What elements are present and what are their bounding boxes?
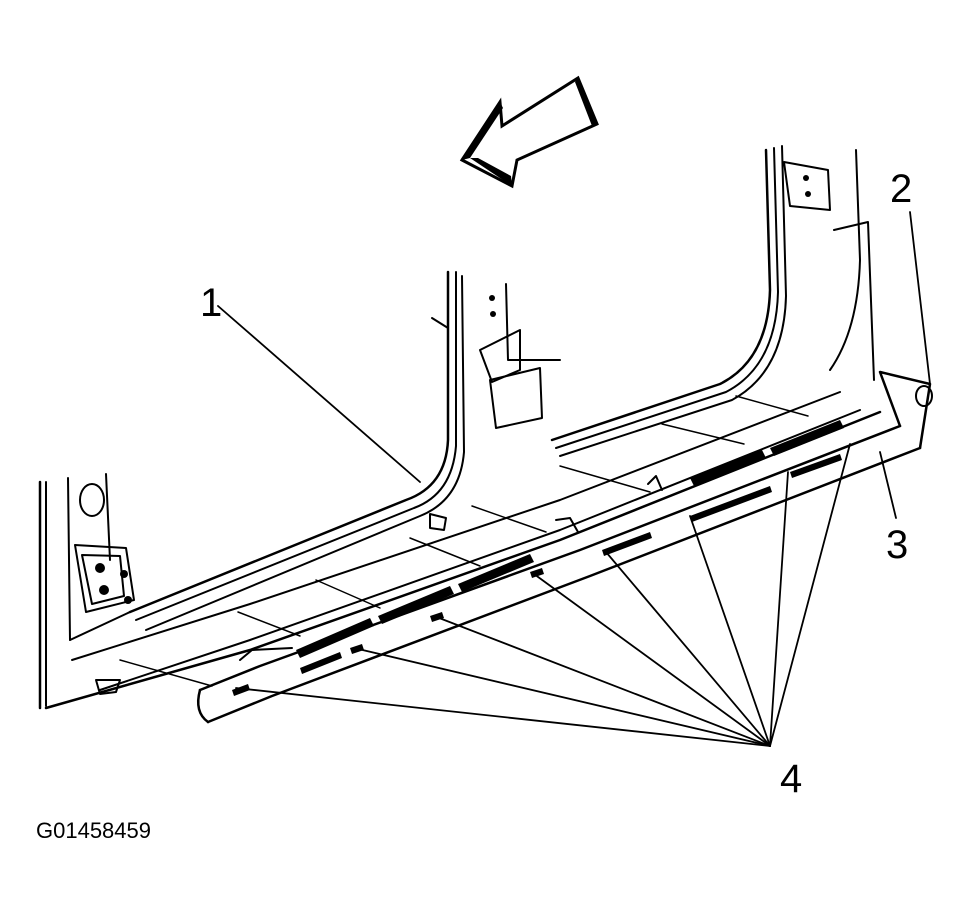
callout-1: 1	[200, 281, 222, 325]
retainer-slots	[232, 454, 842, 696]
figure-id: G01458459	[36, 818, 151, 843]
tread-strips	[296, 420, 844, 658]
callout-3: 3	[886, 523, 908, 567]
center-pillar	[128, 270, 561, 631]
rear-pillar	[550, 145, 875, 457]
leader-lines	[217, 211, 931, 747]
direction-arrow-icon	[459, 75, 599, 189]
fastener-lines	[119, 395, 809, 687]
front-hinge-pillar	[38, 473, 135, 710]
callout-4: 4	[780, 757, 802, 801]
callout-2: 2	[890, 167, 912, 211]
rocker-sill	[44, 391, 882, 710]
